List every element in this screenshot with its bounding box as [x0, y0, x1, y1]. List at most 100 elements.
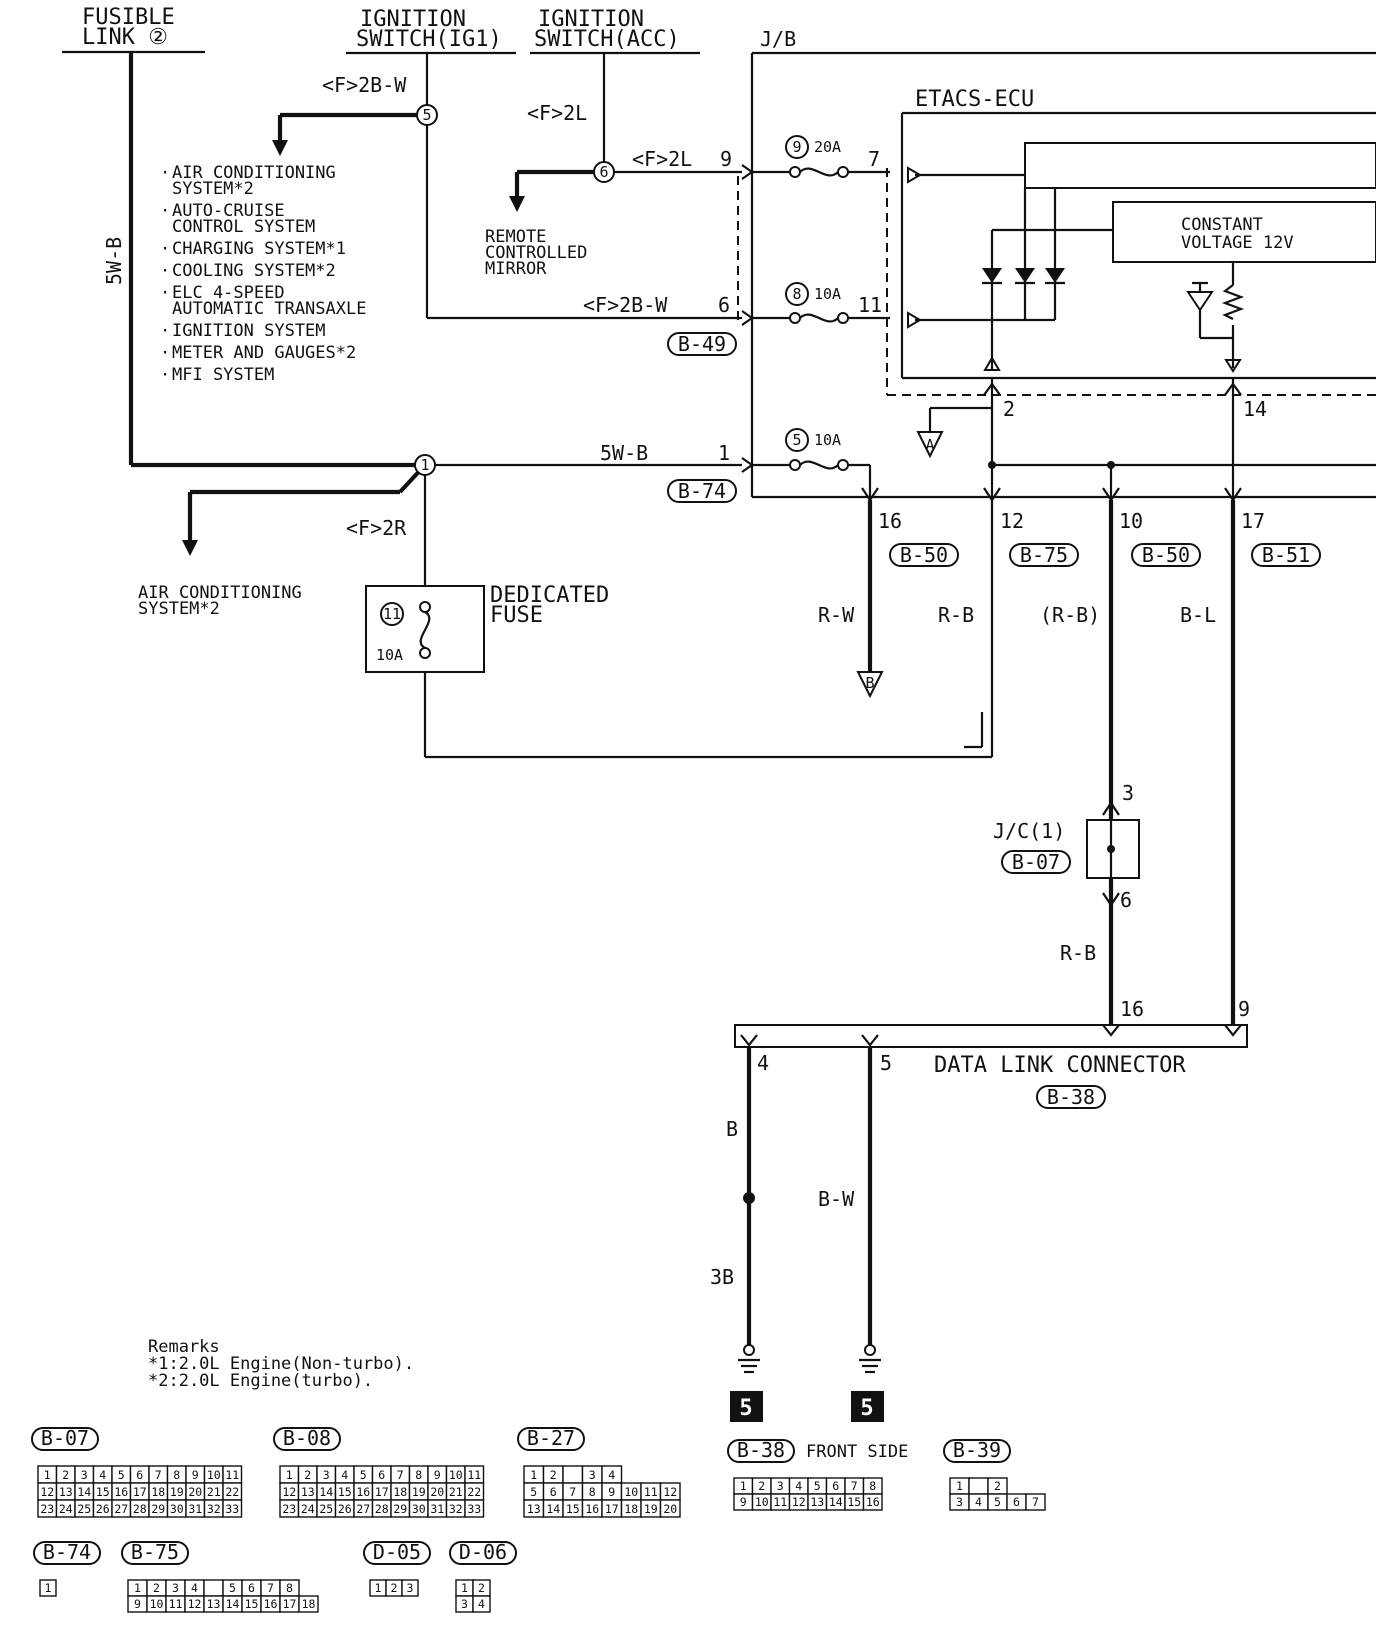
pin-cell-label: 15 [245, 1597, 259, 1611]
ignition-switch-acc-header: IGNITION SWITCH(ACC) [530, 7, 700, 55]
pin-cell-label: 12 [188, 1597, 202, 1611]
pin-cell-label: 6 [832, 1479, 839, 1493]
svg-text:10A: 10A [814, 431, 841, 449]
remarks: Remarks *1:2.0L Engine(Non-turbo). *2:2.… [148, 1337, 414, 1391]
pin-cell-label: 9 [608, 1485, 615, 1499]
pin-cell-label: 4 [608, 1468, 615, 1482]
pin-cell-label: 27 [114, 1502, 128, 1516]
legend-label-b39: B-39 [953, 1438, 1001, 1462]
wire-label-f2bw-bottom: <F>2B-W [583, 293, 668, 317]
pin-cell-label: 23 [282, 1502, 296, 1516]
ref-a: A [925, 436, 934, 454]
ignition-switch-ig1-header: IGNITION SWITCH(IG1) [346, 7, 516, 55]
pin-cell-label: 4 [99, 1468, 106, 1482]
system-charging: CHARGING SYSTEM*1 [172, 239, 346, 259]
pin-7: 7 [868, 147, 880, 171]
svg-text:B-49: B-49 [678, 332, 726, 356]
pin-cell-label: 25 [319, 1502, 333, 1516]
pin-cell-label: 9 [434, 1468, 441, 1482]
legend-label-b75: B-75 [131, 1540, 179, 1564]
pin-cell-label: 1 [134, 1581, 141, 1595]
pin-cell [659, 1499, 681, 1518]
pin-cell-label: 26 [96, 1502, 110, 1516]
connector-b49: B-49 [667, 332, 737, 356]
pin-cell [298, 1595, 319, 1613]
pin-cell-label: 7 [397, 1468, 404, 1482]
wire-label-rb: R-B [938, 603, 974, 627]
pin-cell-label: 15 [96, 1485, 110, 1499]
connector-b50-b: B-50 [1131, 543, 1201, 567]
pin-cell [968, 1477, 989, 1495]
wire-label-bw: B-W [818, 1187, 855, 1211]
pin-cell-label: 8 [173, 1468, 180, 1482]
pin-cell-label: 15 [338, 1485, 352, 1499]
svg-text:AIR CONDITIONING: AIR CONDITIONING [138, 583, 302, 603]
pin-cell-label: 25 [77, 1502, 91, 1516]
pin-cell-label: 8 [589, 1485, 596, 1499]
pin-cell-label: 17 [283, 1597, 297, 1611]
ignition-acc-label-2: SWITCH(ACC) [534, 27, 680, 52]
pin-cell-label: 3 [323, 1468, 330, 1482]
pin-cell-label: 16 [264, 1597, 278, 1611]
pin-cell-label: 3 [407, 1581, 414, 1595]
remote-controlled-mirror: REMOTE CONTROLLED MIRROR [485, 227, 587, 279]
pin-cell [562, 1465, 584, 1484]
pin-cell-label: 12 [40, 1485, 54, 1499]
wire-label-rb-paren: (R-B) [1040, 603, 1100, 627]
svg-text:·: · [160, 201, 170, 221]
pin-cell-label: 4 [975, 1495, 982, 1509]
pin-cell-label: 1 [45, 1581, 52, 1595]
pin-cell-label: 6 [136, 1468, 143, 1482]
pin-cell-label: 18 [393, 1485, 407, 1499]
jc-pin-6: 6 [1120, 888, 1132, 912]
pin-cell-label: 1 [530, 1468, 537, 1482]
svg-text:B-50: B-50 [1142, 543, 1190, 567]
pin-cell-label: 10 [449, 1468, 463, 1482]
system-ignition: IGNITION SYSTEM [172, 321, 326, 341]
legend-label-b27: B-27 [527, 1426, 575, 1450]
pin-cell [862, 1493, 883, 1511]
wire-label-bl: B-L [1180, 603, 1216, 627]
pin-cell-label: 7 [569, 1485, 576, 1499]
pin-cell-label: 2 [550, 1468, 557, 1482]
pin-cell-label: 2 [994, 1479, 1001, 1493]
pin-cell-label: 2 [304, 1468, 311, 1482]
pin-cell-label: 30 [412, 1502, 426, 1516]
ecu-pin-14-wire: 14 [1224, 378, 1267, 497]
pin-cell-label: 6 [550, 1485, 557, 1499]
jb-fuse-5: 5 10A [752, 428, 872, 500]
pin-cell-label: 7 [267, 1581, 274, 1595]
splice-6: 6 [593, 161, 615, 183]
svg-text:·: · [160, 343, 170, 363]
pin-cell-label: 29 [393, 1502, 407, 1516]
pin-cell-label: 31 [430, 1502, 444, 1516]
pin-12: 12 [1000, 509, 1024, 533]
junction-block-label: J/B [760, 27, 796, 51]
pin-cell-label: 8 [869, 1479, 876, 1493]
svg-text:·: · [160, 261, 170, 281]
pin-cell-label: 20 [188, 1485, 202, 1499]
pin-cell-label: 5 [360, 1468, 367, 1482]
pin-cell-label: 2 [478, 1581, 485, 1595]
pin-cell-label: 5 [118, 1468, 125, 1482]
svg-text:REMOTE: REMOTE [485, 227, 546, 247]
ref-b: B [865, 674, 874, 692]
pin-9: 9 [720, 147, 732, 171]
svg-text:8: 8 [792, 285, 801, 303]
pin-cell-label: 14 [319, 1485, 333, 1499]
pin-cell-label: 22 [467, 1485, 481, 1499]
pin-cell-label: 16 [114, 1485, 128, 1499]
pin-cell-label: 17 [133, 1485, 147, 1499]
pin-cell-label: 1 [740, 1479, 747, 1493]
legend-label-b08: B-08 [283, 1426, 331, 1450]
diode-2 [1015, 268, 1035, 285]
jb-fuse-8: 8 10A [752, 282, 890, 324]
pin-cell-label: 3 [589, 1468, 596, 1482]
pin-cell-label: 12 [792, 1495, 806, 1509]
dedicated-fuse-label-2: FUSE [490, 603, 543, 628]
pin-cell-label: 3 [81, 1468, 88, 1482]
pin-cell [464, 1499, 485, 1518]
